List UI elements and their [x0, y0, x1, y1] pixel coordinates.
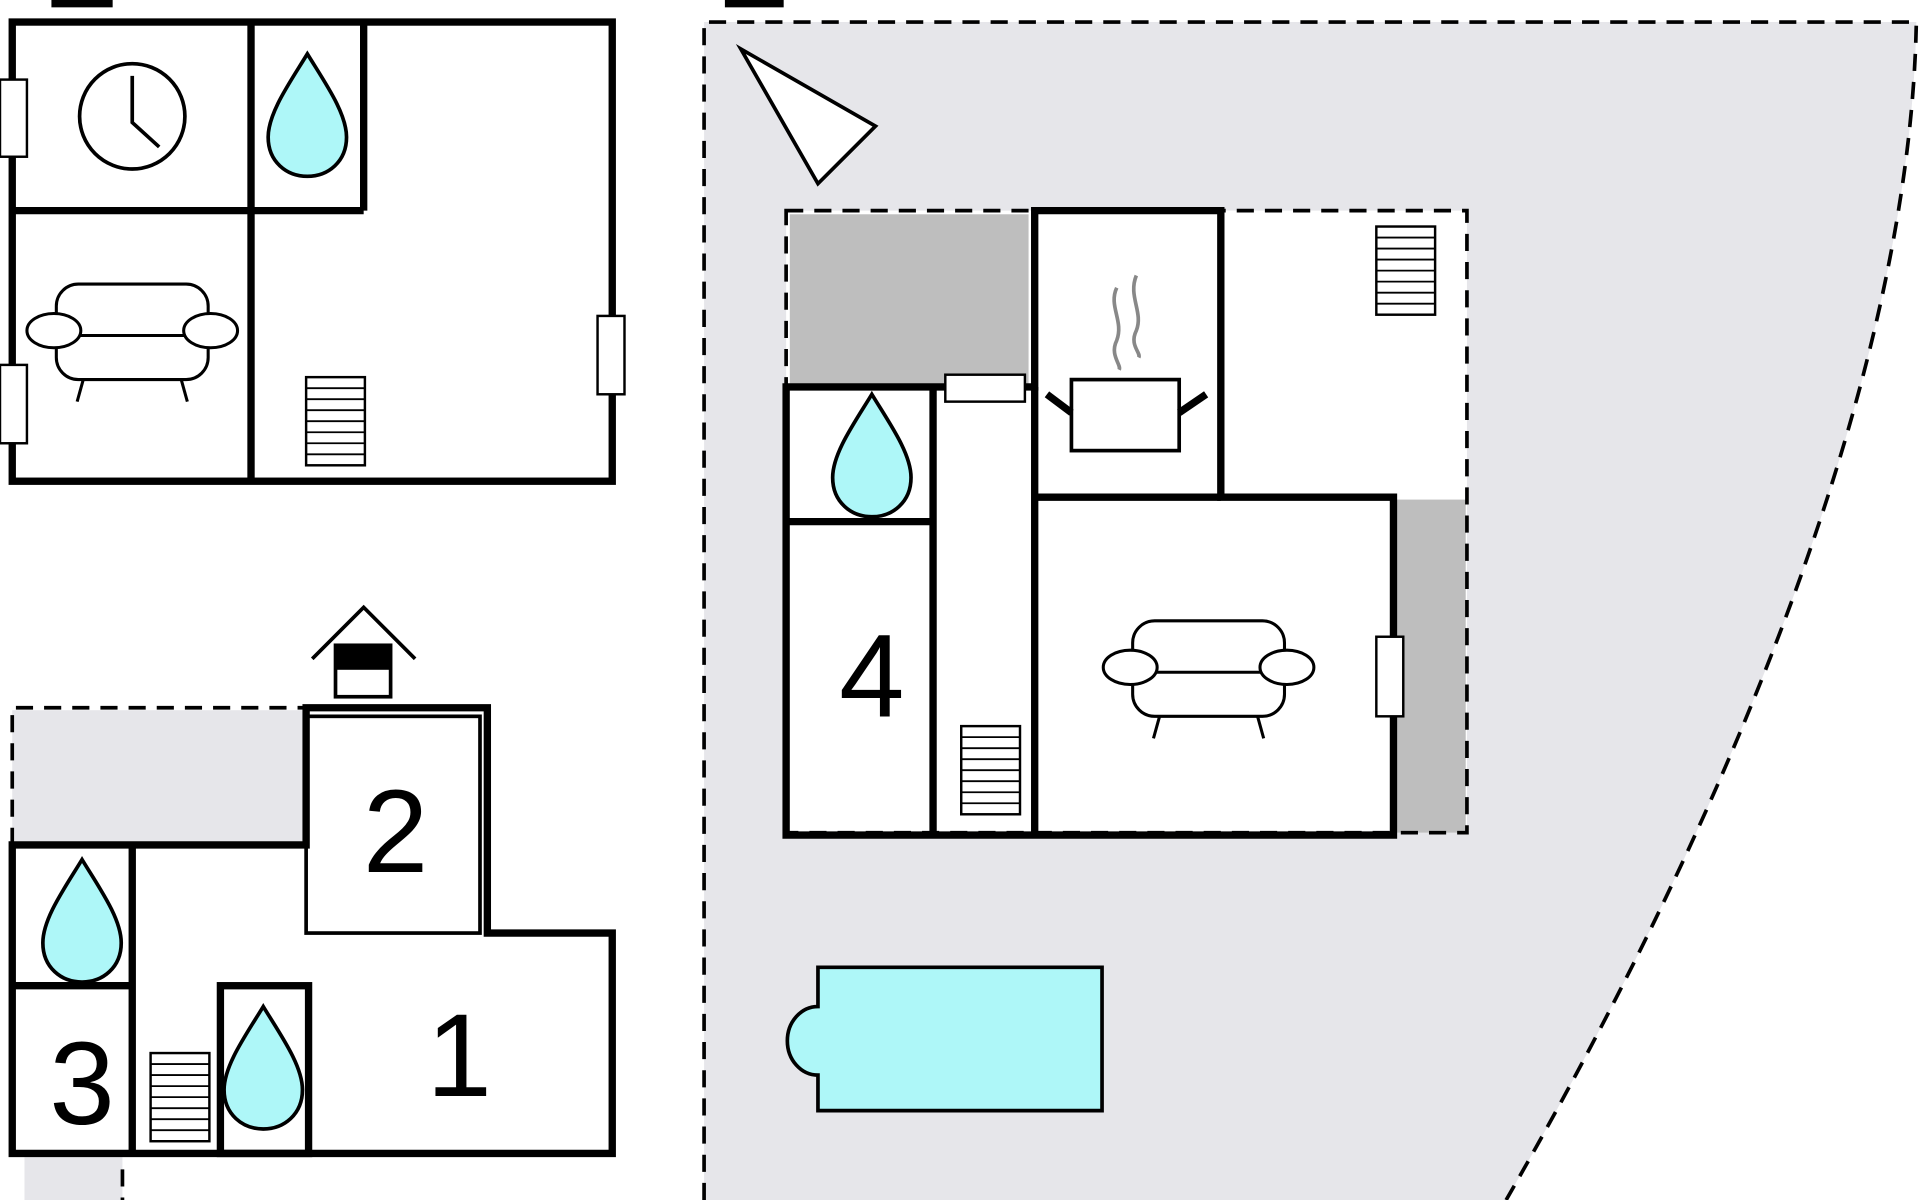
window-icon: [596, 314, 626, 396]
water-drop-icon: [222, 1004, 305, 1131]
water-drop-icon: [41, 857, 124, 984]
terrace-area: [12, 710, 307, 845]
stairs-icon: [304, 375, 367, 467]
garden-boundary: [702, 20, 1919, 1200]
water-drop-icon: [266, 52, 349, 179]
window-icon: [944, 373, 1027, 403]
north-marker: [724, 0, 784, 8]
room-label-3: 3: [49, 1018, 114, 1149]
kitchen-pot-icon: [1044, 274, 1209, 453]
stairs-icon: [959, 724, 1022, 816]
clock-icon: [77, 61, 187, 171]
compass-north-icon: [735, 44, 879, 187]
terrace-covered: [789, 214, 1029, 386]
window-icon: [1375, 635, 1405, 718]
pool-icon: [785, 965, 1104, 1113]
window-icon: [0, 78, 29, 158]
terrace-area: [24, 1157, 123, 1200]
upper-floor-marker: [51, 0, 113, 8]
sofa-icon: [25, 282, 240, 404]
bathroom-walls: [216, 982, 313, 1158]
terrace-covered-side: [1395, 499, 1466, 833]
window-icon: [0, 363, 29, 445]
room-label-4: 4: [839, 610, 904, 741]
room-label-1: 1: [426, 990, 491, 1121]
stairs-icon: [1375, 225, 1437, 316]
house-upper-walls: [8, 18, 616, 485]
room-label-2: 2: [363, 766, 428, 897]
stairs-icon: [149, 1051, 211, 1143]
fireplace-icon: [310, 604, 417, 699]
room-2-walls: [304, 714, 482, 935]
